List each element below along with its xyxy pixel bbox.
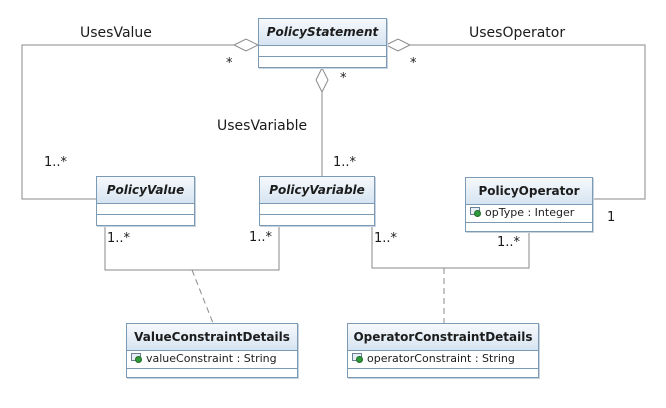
uses-operator-source-mult: * [410, 56, 417, 71]
operations-compartment [348, 369, 538, 377]
class-name: PolicyOperator [466, 178, 592, 205]
attribute-text: operatorConstraint : String [367, 352, 515, 365]
class-name: OperatorConstraintDetails [348, 324, 538, 351]
operations-compartment [260, 215, 374, 227]
attributes-compartment [97, 204, 194, 215]
uses-value-label: UsesValue [80, 25, 152, 41]
operations-compartment [259, 57, 386, 69]
class-name: PolicyVariable [260, 177, 374, 204]
uses-variable-source-mult: * [340, 71, 347, 86]
attribute-icon [131, 353, 143, 363]
operator-end-mult: 1..* [497, 235, 521, 250]
operations-compartment [97, 215, 194, 227]
uses-value-source-mult: * [226, 56, 233, 71]
uses-value-diamond [232, 38, 260, 52]
uses-variable-diamond [315, 66, 329, 94]
variable-end-mult-left: 1..* [249, 230, 273, 245]
variable-operator-line [371, 227, 530, 269]
uses-variable-label: UsesVariable [217, 118, 308, 134]
attribute-icon [352, 353, 364, 363]
policy-statement-class[interactable]: PolicyStatement [258, 18, 387, 68]
value-constraint-details-class[interactable]: ValueConstraintDetails valueConstraint :… [126, 323, 298, 378]
uses-value-target-mult: 1..* [44, 155, 68, 170]
operations-compartment [466, 223, 592, 231]
uses-operator-line [410, 44, 646, 200]
attribute-row: operatorConstraint : String [348, 351, 538, 367]
value-constraint-link [191, 269, 214, 324]
attribute-icon [470, 207, 482, 217]
uses-operator-label: UsesOperator [469, 25, 566, 41]
attributes-compartment: opType : Integer [466, 205, 592, 223]
operations-compartment [127, 369, 297, 377]
attribute-text: valueConstraint : String [146, 352, 277, 365]
class-name: PolicyStatement [259, 19, 386, 46]
attributes-compartment [259, 46, 386, 57]
uses-value-line [21, 44, 234, 200]
uses-variable-target-mult: 1..* [333, 155, 357, 170]
policy-variable-class[interactable]: PolicyVariable [259, 176, 375, 226]
attribute-row: opType : Integer [466, 205, 592, 221]
uses-operator-diamond [384, 38, 412, 52]
attribute-row: valueConstraint : String [127, 351, 297, 367]
class-name: PolicyValue [97, 177, 194, 204]
class-name: ValueConstraintDetails [127, 324, 297, 351]
attributes-compartment [260, 204, 374, 215]
attributes-compartment: operatorConstraint : String [348, 351, 538, 369]
attribute-text: opType : Integer [485, 206, 575, 219]
policy-operator-class[interactable]: PolicyOperator opType : Integer [465, 177, 593, 232]
variable-end-mult-right: 1..* [374, 231, 398, 246]
uses-operator-target-mult: 1 [607, 210, 616, 225]
attributes-compartment: valueConstraint : String [127, 351, 297, 369]
policy-value-class[interactable]: PolicyValue [96, 176, 195, 226]
operator-constraint-details-class[interactable]: OperatorConstraintDetails operatorConstr… [347, 323, 539, 378]
value-end-mult: 1..* [107, 231, 131, 246]
